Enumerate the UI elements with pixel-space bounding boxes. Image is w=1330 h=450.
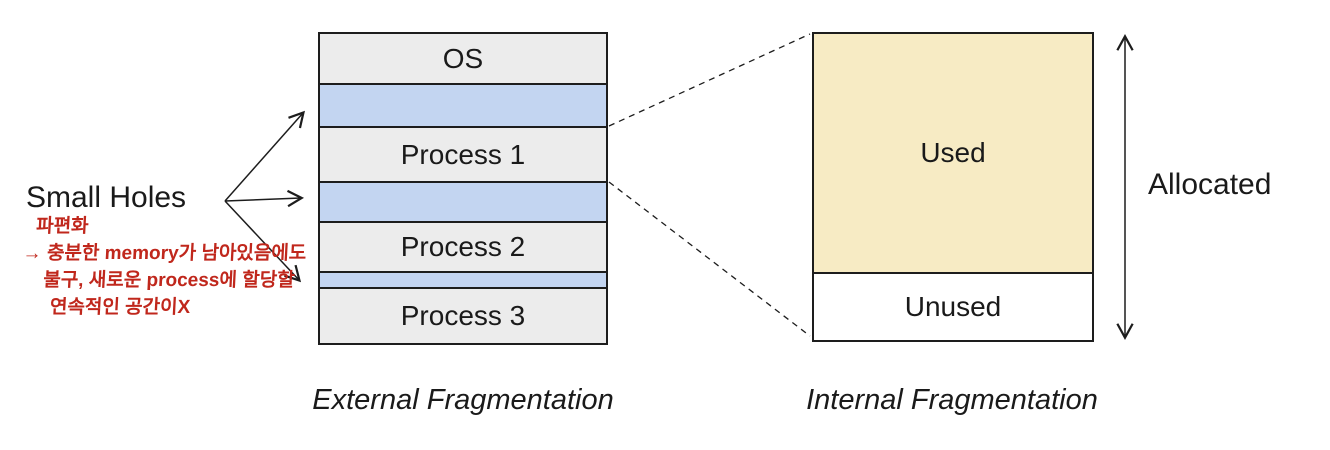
allocated-box: Used Unused — [812, 32, 1094, 342]
used-block-label: Used — [920, 137, 986, 168]
os-block: OS — [318, 32, 608, 85]
memory-stack: OS Process 1 Process 2 Process 3 — [318, 32, 608, 345]
hole-block-1 — [318, 83, 608, 128]
small-holes-arrow-middle — [224, 189, 305, 208]
note-line-3: 불구, 새로운 process에 할당할 — [42, 270, 296, 291]
small-holes-arrow-top — [224, 110, 305, 202]
caption-external-fragmentation: External Fragmentation — [312, 384, 614, 416]
unused-block-label: Unused — [904, 291, 1002, 322]
note-line-1: 파편화 — [35, 216, 90, 237]
process-3-label: Process 3 — [400, 300, 526, 331]
process-2-block: Process 2 — [318, 221, 608, 273]
os-block-label: OS — [442, 42, 484, 74]
caption-internal-fragmentation: Internal Fragmentation — [806, 384, 1098, 416]
zoom-guide-line-bottom — [608, 181, 811, 337]
used-block: Used — [812, 32, 1094, 274]
process-2-label: Process 2 — [400, 231, 526, 262]
handwritten-note: 파편화 → 충분한 memory가 남아있음에도 불구, 새로운 process… — [19, 213, 308, 321]
process-1-block: Process 1 — [318, 126, 608, 183]
note-line-4: 연속적인 공간이X — [49, 297, 191, 318]
unused-block: Unused — [812, 272, 1094, 342]
hole-block-2 — [318, 181, 608, 223]
zoom-guide-line-top — [608, 33, 811, 127]
note-line-2: → 충분한 memory가 남아있음에도 — [22, 243, 307, 264]
small-holes-label: Small Holes — [26, 181, 187, 214]
process-1-label: Process 1 — [400, 138, 526, 170]
allocated-label: Allocated — [1148, 168, 1272, 201]
zoom-guide-lines — [608, 33, 811, 337]
process-3-block: Process 3 — [318, 287, 608, 345]
